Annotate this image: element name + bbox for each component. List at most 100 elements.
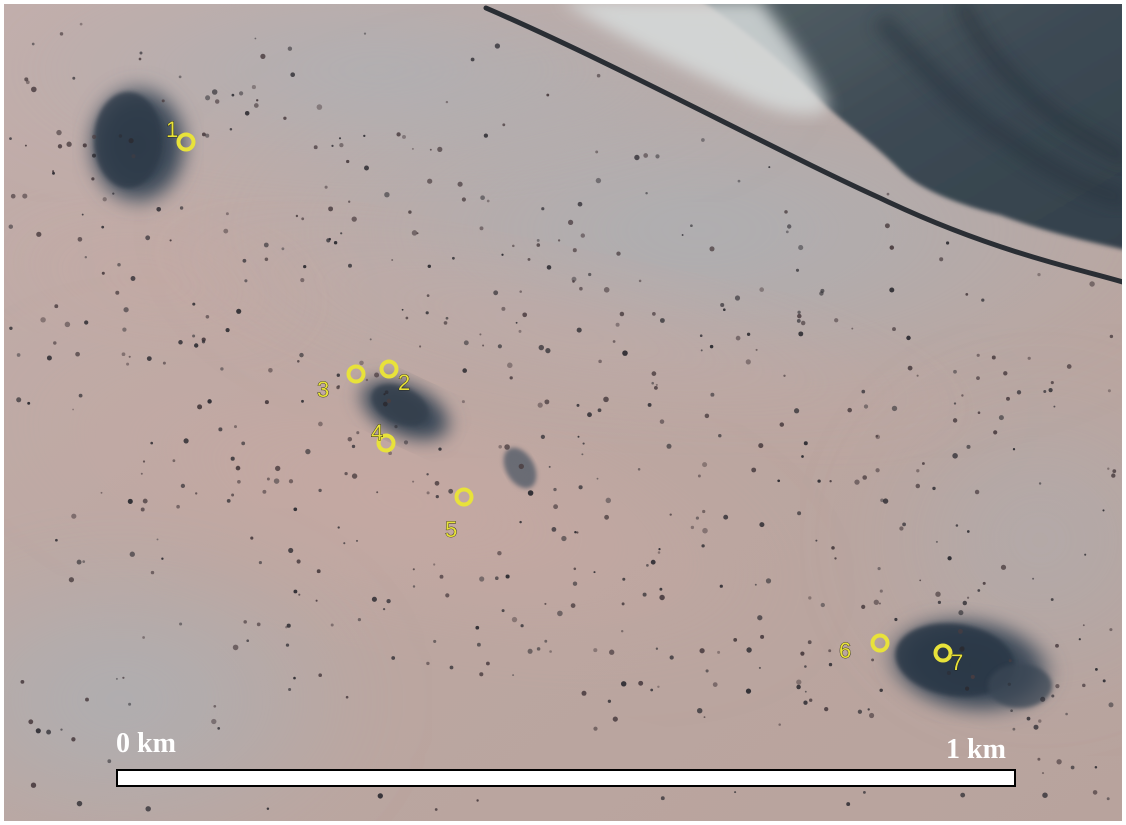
shrub-dot [161,557,164,560]
shrub-dot [952,453,958,459]
shrub-dot [1102,679,1106,683]
shrub-dot [916,469,920,473]
shrub-dot [501,609,505,613]
shrub-dot [536,243,541,247]
site-marker-5[interactable]: 5 [445,487,474,543]
shrub-dot [1111,473,1116,478]
shrub-dot [800,320,806,326]
site-marker-6[interactable]: 6 [839,633,890,664]
shrub-dot [31,86,37,93]
shrub-dot [957,628,963,634]
shrub-dot [121,352,126,357]
shrub-dot [875,434,881,440]
shrub-dot [570,603,576,608]
shrub-dot [655,647,659,650]
shrub-dot [620,629,624,633]
shrub-dot [793,408,800,414]
shrub-dot [808,596,812,600]
shrub-dot [993,430,998,435]
shrub-dot [53,341,57,345]
shrub-dot [91,177,95,181]
shrub-dot [156,538,159,541]
shrub-dot [266,477,270,481]
shrub-dot [572,248,577,253]
shrub-dot [1095,668,1098,671]
site-marker-3[interactable]: 3 [317,364,366,403]
site-marker-2[interactable]: 2 [379,359,411,396]
shrub-dot [348,263,352,268]
shrub-dot [283,116,287,120]
shrub-dot [205,133,210,138]
shrub-dot [593,571,596,574]
shrub-dot [122,676,125,679]
shrub-dot [435,494,439,499]
shrub-dot [1070,765,1075,770]
shrub-dot [709,246,715,252]
shrub-dot [296,559,301,564]
shrub-dot [659,587,663,591]
shrub-dot [875,468,880,473]
shrub-dot [578,485,583,490]
shrub-dot [263,242,269,248]
site-marker-7[interactable]: 7 [933,643,964,676]
shrub-dots [8,22,1117,812]
shrub-dot [313,145,318,150]
shrub-dot [201,340,206,344]
site-marker-1[interactable]: 1 [166,117,196,152]
shrub-dot [879,688,883,693]
shrub-dot [347,436,353,442]
shrub-dot [495,576,499,580]
shrub-dot [128,138,134,144]
shrub-dot [226,499,231,503]
shrub-dot [1043,390,1047,393]
shrub-dot [871,658,875,662]
shrub-dot [9,137,12,140]
shrub-dot [1082,624,1085,627]
shrub-dot [515,321,518,324]
shrub-dot [162,361,166,365]
shrub-dot [596,73,601,78]
shrub-dot [439,574,444,579]
shrub-dot [824,706,829,712]
shrub-dot [734,295,741,301]
shrub-dot [351,444,356,449]
road [483,5,1126,286]
shrub-dot [461,197,466,202]
site-marker-label: 7 [951,650,963,675]
shrub-dot [1112,469,1117,473]
shrub-dot [1033,724,1039,730]
shrub-dot [616,251,621,256]
shrub-dot [268,368,273,373]
shrub-dot [889,245,895,250]
shrub-dot [795,268,800,272]
shrub-dot [195,492,198,495]
shrub-dot [178,75,182,79]
shrub-dot [76,800,83,807]
shrub-dot [339,142,344,148]
shrub-dot [357,617,362,622]
shrub-dot [46,729,52,735]
shrub-dot [701,544,705,548]
shrub-dot [386,398,392,404]
shrub-dot [443,321,448,325]
shrub-dot [348,200,351,203]
shrub-dot [681,234,684,236]
shrub-dot [504,444,510,450]
scale-bar-rect [116,769,1016,787]
shrub-dot [57,144,63,149]
shrub-dot [412,480,415,483]
shrub-dot [338,137,342,140]
shrub-dot [817,479,821,483]
shrub-dot [262,489,267,494]
shrub-dot [598,359,602,364]
shrub-dot [669,513,672,516]
scale-bar: 0 km 1 km [116,728,1016,787]
shrub-dot [183,438,189,444]
shrub-dot [657,685,660,689]
site-marker-4[interactable]: 4 [371,420,396,453]
shrub-dot [612,340,616,343]
shrub-dot [634,154,640,161]
shrub-dot [576,327,582,333]
shrub-dot [275,465,281,472]
